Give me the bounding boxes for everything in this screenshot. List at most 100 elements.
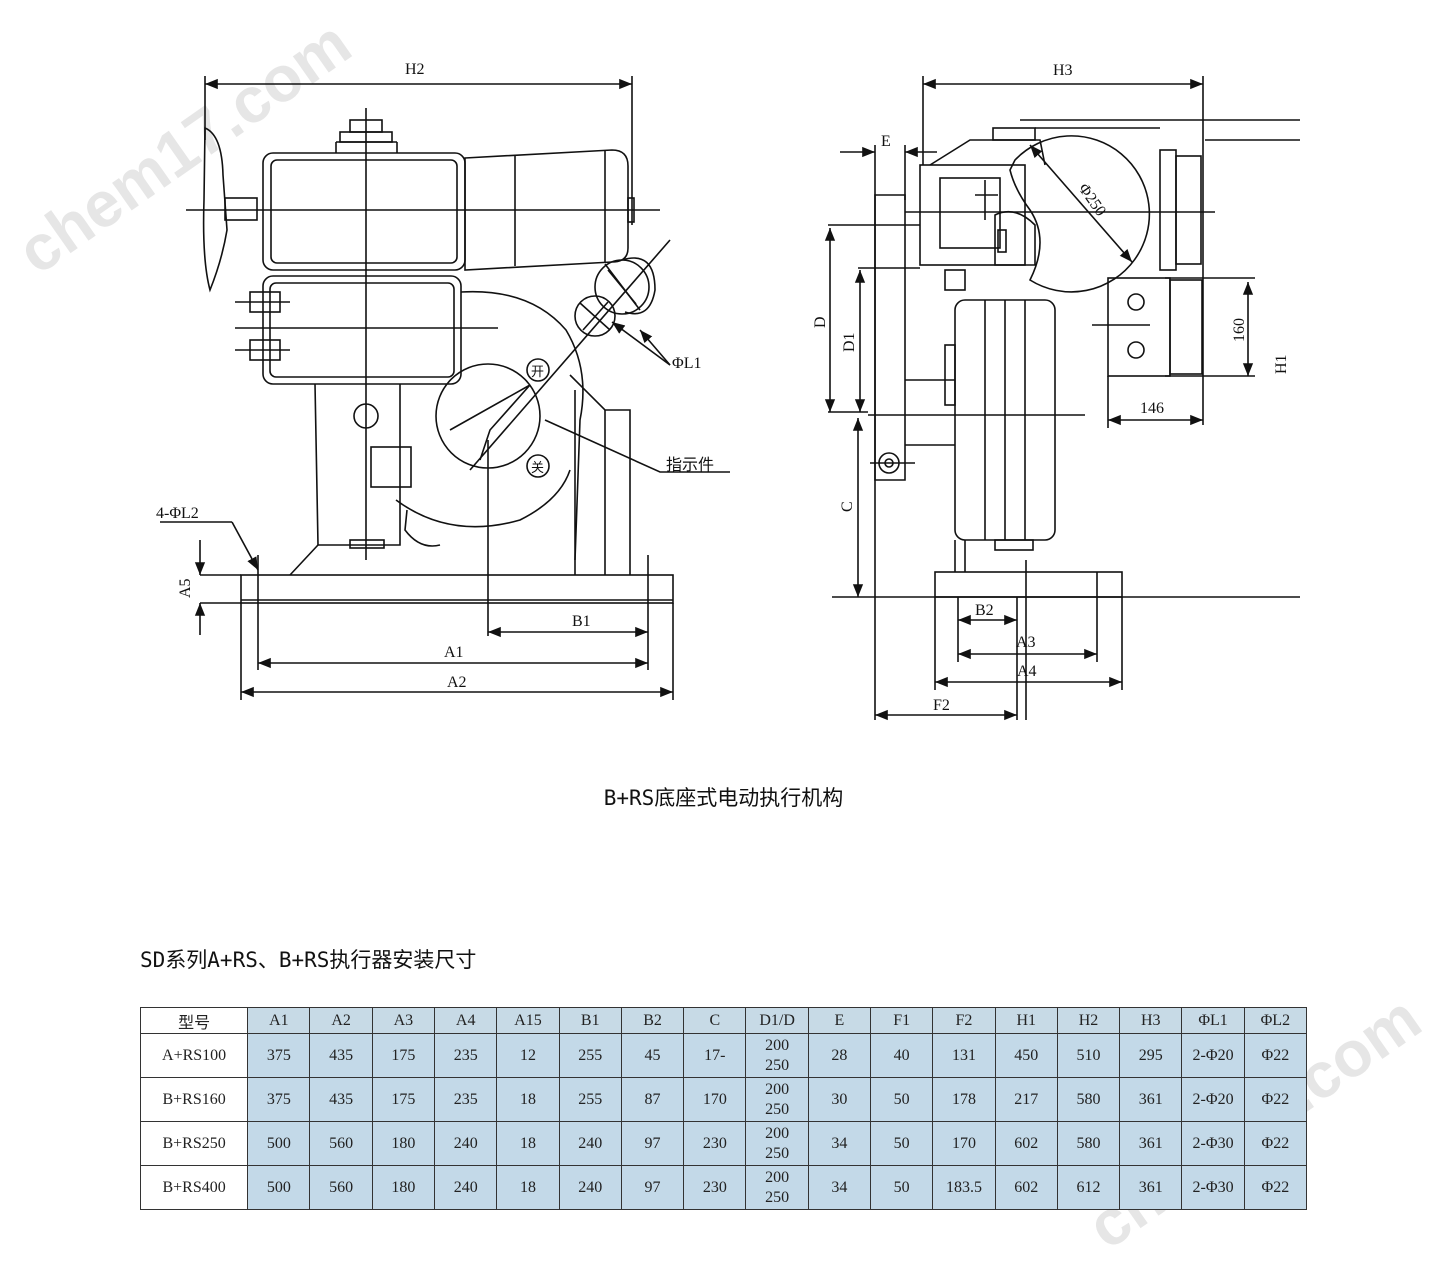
header-model: 型号 [139, 1007, 249, 1034]
value-cell: 170 [683, 1077, 747, 1122]
value-cell: 295 [1119, 1033, 1183, 1078]
value-line: 250 [765, 1056, 790, 1074]
label-phi-l1: ΦL1 [672, 355, 701, 372]
header-cell: A15 [496, 1007, 560, 1034]
value-cell: 230 [683, 1165, 747, 1210]
value-cell: 30 [807, 1077, 872, 1122]
value-cell: 255 [558, 1077, 622, 1122]
value-cell: 255 [558, 1033, 622, 1078]
header-cell: F2 [932, 1007, 996, 1034]
value-cell: 580 [1056, 1077, 1121, 1122]
left-view-labels: H2 ΦL1 开 关 指示件 4-ΦL2 A5 B1 A1 A2 [156, 61, 714, 691]
value-cell: 18 [496, 1165, 560, 1210]
value-cell: 17- [683, 1033, 747, 1078]
label-d: D [812, 316, 829, 328]
header-cell: H3 [1119, 1007, 1183, 1034]
value-cell: 580 [1056, 1121, 1121, 1166]
header-cell: A1 [247, 1007, 311, 1034]
model-cell: B+RS400 [139, 1165, 249, 1210]
value-cell: 560 [309, 1165, 373, 1210]
model-cell: B+RS250 [139, 1121, 249, 1166]
value-line: 200 [765, 1168, 790, 1186]
left-view [160, 76, 730, 700]
value-cell: 2-Φ20 [1181, 1033, 1245, 1078]
label-146: 146 [1140, 400, 1164, 417]
header-cell: A3 [371, 1007, 436, 1034]
value-cell: 500 [247, 1121, 311, 1166]
value-cell: 34 [807, 1121, 872, 1166]
label-f2: F2 [933, 697, 950, 714]
label-close: 关 [531, 460, 544, 475]
label-h3: H3 [1053, 62, 1073, 79]
value-cell: 12 [496, 1033, 560, 1078]
value-cell: 450 [994, 1033, 1058, 1078]
value-cell: 180 [371, 1121, 436, 1166]
value-cell: 34 [807, 1165, 872, 1210]
drawing-caption: B+RS底座式电动执行机构 [603, 786, 844, 810]
label-b1: B1 [572, 613, 591, 630]
value-line: 200 [765, 1036, 790, 1054]
model-cell: A+RS100 [139, 1033, 249, 1078]
header-cell: B2 [620, 1007, 685, 1034]
header-cell: B1 [558, 1007, 622, 1034]
label-a4: A4 [1017, 663, 1037, 680]
model-cell: B+RS160 [139, 1077, 249, 1122]
value-cell: 50 [870, 1121, 934, 1166]
header-cell: C [683, 1007, 747, 1034]
value-cell: 217 [994, 1077, 1058, 1122]
right-view-labels: H3 E Φ250 D D1 C 160 H1 146 B2 A3 A4 F2 [812, 62, 1290, 714]
value-cell: 235 [434, 1033, 498, 1078]
value-cell: 45 [620, 1033, 685, 1078]
value-cell: 240 [558, 1121, 622, 1166]
value-cell: 131 [932, 1033, 996, 1078]
label-indicator: 指示件 [666, 456, 714, 474]
value-cell: 602 [994, 1165, 1058, 1210]
value-line: 250 [765, 1144, 790, 1162]
value-cell: Φ22 [1243, 1077, 1308, 1122]
value-line: 250 [765, 1188, 790, 1206]
value-line: 200 [765, 1124, 790, 1142]
label-160: 160 [1231, 318, 1248, 342]
label-b2: B2 [975, 602, 994, 619]
value-cell: 18 [496, 1121, 560, 1166]
value-cell: 2-Φ30 [1181, 1165, 1245, 1210]
label-e: E [881, 133, 891, 150]
value-cell: 602 [994, 1121, 1058, 1166]
value-cell: 560 [309, 1121, 373, 1166]
value-cell: 510 [1056, 1033, 1121, 1078]
header-cell: H1 [994, 1007, 1058, 1034]
label-open: 开 [531, 364, 544, 379]
value-cell: 28 [807, 1033, 872, 1078]
value-cell: 361 [1119, 1077, 1183, 1122]
value-cell: 97 [620, 1165, 685, 1210]
value-cell: 50 [870, 1165, 934, 1210]
value-cell: 2-Φ20 [1181, 1077, 1245, 1122]
label-d1: D1 [841, 332, 858, 352]
value-cell: 235 [434, 1077, 498, 1122]
value-cell: 97 [620, 1121, 685, 1166]
label-h1: H1 [1273, 354, 1290, 374]
value-cell: Φ22 [1243, 1121, 1308, 1166]
value-line: 200 [765, 1080, 790, 1098]
right-view [824, 76, 1300, 721]
value-cell: 170 [932, 1121, 996, 1166]
value-cell: 435 [309, 1077, 373, 1122]
value-cell: 375 [247, 1077, 311, 1122]
label-a5: A5 [177, 578, 194, 598]
label-4-phi-l2: 4-ΦL2 [156, 505, 199, 522]
value-cell: 2-Φ30 [1181, 1121, 1245, 1166]
header-cell: ΦL1 [1181, 1007, 1245, 1034]
value-cell: 361 [1119, 1165, 1183, 1210]
value-cell: 50 [870, 1077, 934, 1122]
header-cell: H2 [1056, 1007, 1121, 1034]
value-cell: 230 [683, 1121, 747, 1166]
value-cell: Φ22 [1243, 1165, 1308, 1210]
label-phi250: Φ250 [1075, 181, 1109, 220]
